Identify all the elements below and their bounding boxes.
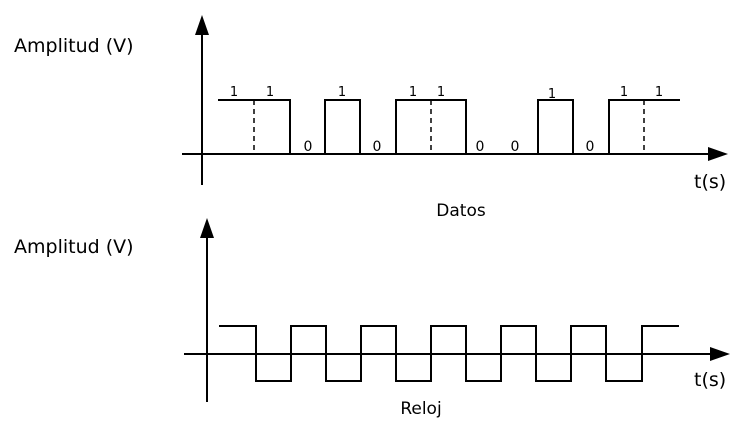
data-y-axis-label: Amplitud (V): [14, 35, 134, 57]
data-bit-label: 1: [338, 85, 346, 100]
clock-y-axis-arrow: [200, 218, 214, 238]
data-bit-label: 1: [548, 87, 556, 102]
clock-caption: Reloj: [400, 399, 441, 419]
data-bit-label: 0: [476, 139, 485, 155]
data-x-axis-arrow: [708, 147, 728, 161]
data-bit-label: 1: [230, 85, 238, 100]
data-bit-label: 1: [266, 85, 274, 100]
clock-waveform: [219, 325, 679, 382]
data-bit-label: 1: [620, 85, 628, 100]
clock-x-axis-arrow: [710, 347, 730, 361]
data-bit-label: 0: [586, 139, 595, 155]
data-x-axis-label: t(s): [694, 171, 726, 193]
data-bit-label: 1: [437, 85, 445, 100]
data-bit-label: 1: [409, 85, 417, 100]
data-panel: 1 1 0 1 0 1 1 0 0 1 0 1 1 Amplitud (V) t…: [14, 15, 728, 221]
data-waveform: [218, 99, 680, 155]
data-caption: Datos: [436, 201, 486, 221]
data-bit-label: 1: [655, 85, 663, 100]
clock-panel: Amplitud (V) t(s) Reloj: [14, 218, 730, 419]
data-bit-label: 0: [304, 139, 313, 155]
clock-x-axis-label: t(s): [694, 369, 726, 391]
clock-y-axis-label: Amplitud (V): [14, 236, 134, 258]
data-bit-label: 0: [373, 139, 382, 155]
data-bit-label: 0: [511, 139, 520, 155]
data-y-axis-arrow: [195, 15, 209, 35]
